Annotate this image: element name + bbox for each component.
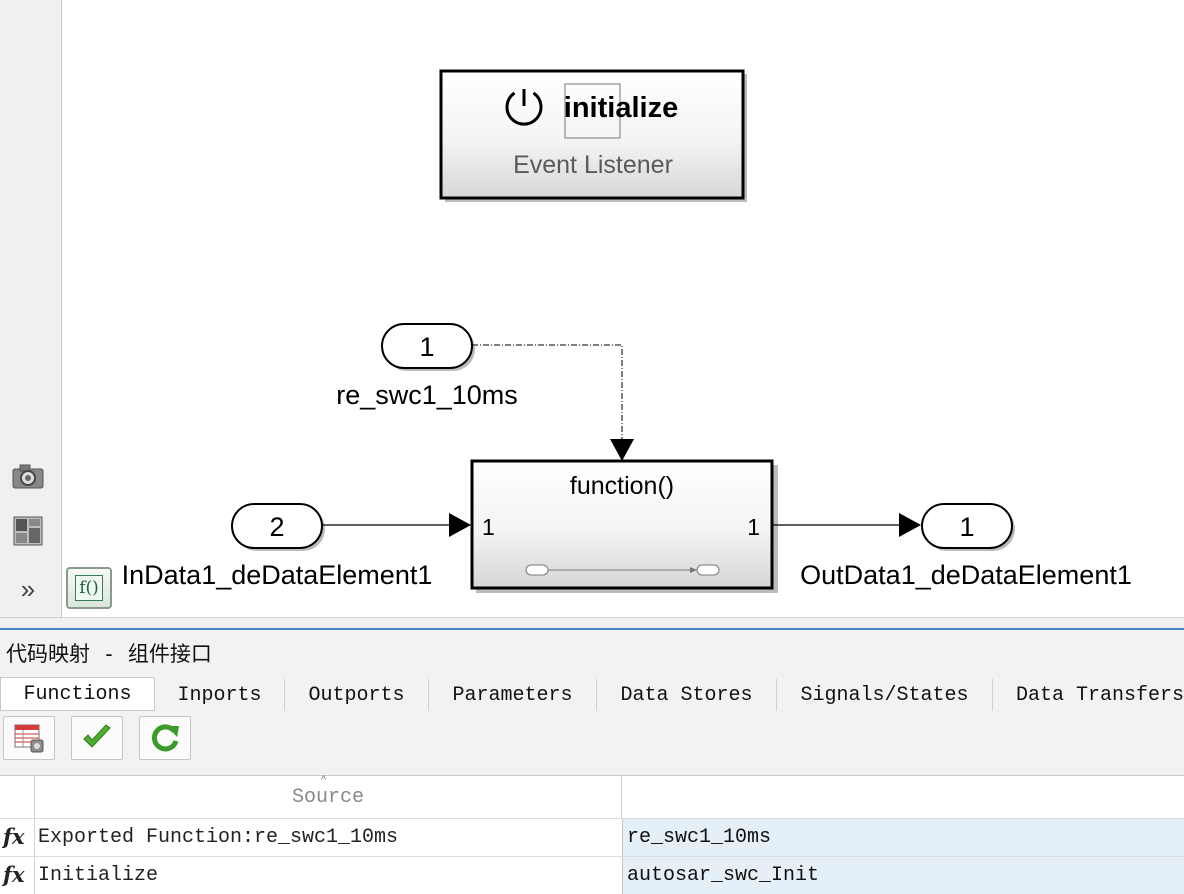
code-mappings-panel: 代码映射 - 组件接口 Functions Inports Outports P… (0, 630, 1184, 894)
table-row[interactable]: fx Exported Function:re_swc1_10ms re_swc… (0, 818, 1184, 856)
function-subsystem-block[interactable]: function() 1 1 (470, 459, 778, 593)
fx-icon: fx (3, 824, 25, 849)
table-header: ^ Source (0, 774, 1184, 818)
table-config-icon[interactable] (3, 716, 55, 760)
simulink-diagram: initialize Event Listener 1 re_swc1_10ms… (122, 69, 1132, 593)
trigger-signal-line[interactable] (472, 344, 634, 461)
output-signal-line[interactable] (772, 513, 921, 537)
camera-icon[interactable] (8, 458, 48, 494)
tab-inports[interactable]: Inports (155, 679, 285, 711)
expand-chevrons-icon[interactable]: » (20, 573, 36, 604)
fx-icon: fx (3, 862, 25, 887)
function-block-in-port: 1 (482, 514, 495, 540)
subsystem-preview-icon (525, 564, 720, 576)
tab-data-stores[interactable]: Data Stores (597, 679, 777, 711)
trigger-inport[interactable]: 1 (381, 323, 475, 371)
mapping-tabs: Functions Inports Outports Parameters Da… (0, 677, 1184, 711)
tab-signals-states[interactable]: Signals/States (777, 679, 993, 711)
left-palette: » (0, 0, 62, 617)
data-outport-label: OutData1_deDataElement1 (800, 560, 1132, 590)
data-inport-number: 2 (269, 512, 284, 542)
panel-title: 代码映射 - 组件接口 (6, 642, 212, 666)
tab-outports[interactable]: Outports (285, 679, 429, 711)
function-block-title: function() (570, 472, 674, 500)
input-signal-line[interactable] (322, 513, 471, 537)
event-block-title: initialize (564, 92, 678, 124)
tab-parameters[interactable]: Parameters (429, 679, 597, 711)
mapping-toolbar (0, 712, 1184, 774)
event-block-subtitle: Event Listener (513, 151, 673, 179)
data-inport[interactable]: 2 (231, 503, 325, 551)
column-header-source[interactable]: Source (292, 786, 365, 809)
table-row[interactable]: fx Initialize autosar_swc_Init (0, 856, 1184, 894)
power-icon (505, 89, 543, 126)
data-inport-label: InData1_deDataElement1 (122, 560, 433, 590)
row-source: Initialize (38, 864, 159, 887)
trigger-inport-label: re_swc1_10ms (336, 380, 518, 410)
function-badge-icon[interactable]: f() (66, 567, 112, 609)
tab-data-transfers[interactable]: Data Transfers (993, 679, 1184, 711)
row-function-name-field[interactable]: re_swc1_10ms (622, 819, 1184, 856)
panel-splitter[interactable] (0, 617, 1184, 630)
layout-icon[interactable] (8, 513, 48, 549)
trigger-inport-number: 1 (419, 332, 434, 362)
function-block-out-port: 1 (747, 514, 760, 540)
mapping-table: ^ Source fx Exported Function:re_swc1_10… (0, 774, 1184, 894)
sort-caret-icon[interactable]: ^ (321, 774, 327, 786)
data-outport-number: 1 (959, 512, 974, 542)
row-source: Exported Function:re_swc1_10ms (38, 826, 399, 849)
event-listener-block[interactable]: initialize Event Listener (439, 69, 747, 202)
data-outport[interactable]: 1 (921, 503, 1015, 551)
row-function-name-field[interactable]: autosar_swc_Init (622, 857, 1184, 894)
refresh-icon[interactable] (139, 716, 191, 760)
tab-functions[interactable]: Functions (0, 677, 155, 710)
model-canvas[interactable]: initialize Event Listener 1 re_swc1_10ms… (62, 0, 1184, 617)
validate-check-icon[interactable] (71, 716, 123, 760)
